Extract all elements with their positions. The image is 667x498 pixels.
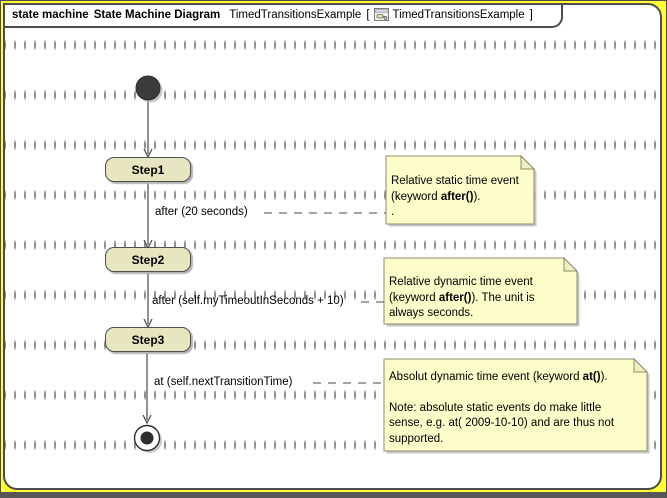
state-label: Step3: [131, 332, 165, 347]
state-machine-diagram-icon: [373, 8, 389, 21]
note-1-text: Relative static time event (keyword afte…: [391, 174, 531, 221]
transition-label-after-timeout[interactable]: after (self.myTimeoutInSeconds + 10): [152, 295, 344, 307]
note-3-text: Absolut dynamic time event (keyword at()…: [389, 370, 643, 447]
note-2-text: Relative dynamic time event (keyword aft…: [389, 275, 575, 322]
diagram-frame: state machine State Machine Diagram TimedT…: [3, 3, 662, 490]
state-step3[interactable]: Step3: [105, 327, 191, 352]
diagram-name-label: TimedTransitionsExample: [229, 8, 362, 21]
bracket-open: [: [366, 8, 370, 21]
bracket-close: ]: [529, 8, 533, 21]
note-line: Relative static time event: [391, 175, 519, 187]
note-line: [389, 386, 643, 401]
transition-label-after-20-seconds[interactable]: after (20 seconds): [155, 206, 248, 218]
note-line: (keyword after()).: [391, 190, 481, 203]
note-line: sense, e.g. at( 2009-10-10) and are thus…: [389, 417, 615, 429]
diagram-type-label: State Machine Diagram: [93, 8, 221, 21]
diagram-kind-label: state machine: [12, 8, 89, 21]
diagram-context-label: TimedTransitionsExample: [392, 8, 525, 21]
state-label: Step2: [131, 252, 165, 267]
note-line: always seconds.: [389, 307, 474, 319]
note-line: Note: absolute static events do make lit…: [389, 401, 602, 414]
diagram-title-tab[interactable]: state machine State Machine Diagram TimedT…: [3, 3, 563, 28]
note-line: Absolut dynamic time event (keyword at()…: [389, 371, 608, 383]
state-step1[interactable]: Step1: [105, 157, 191, 182]
note-line: .: [391, 206, 395, 218]
state-step2[interactable]: Step2: [105, 247, 191, 272]
state-label: Step1: [131, 162, 165, 177]
note-line: supported.: [389, 432, 444, 445]
transition-label-at-time[interactable]: at (self.nextTransitionTime): [154, 376, 293, 388]
note-line: Relative dynamic time event: [389, 276, 533, 288]
note-line: (keyword after()). The unit is: [389, 291, 535, 304]
